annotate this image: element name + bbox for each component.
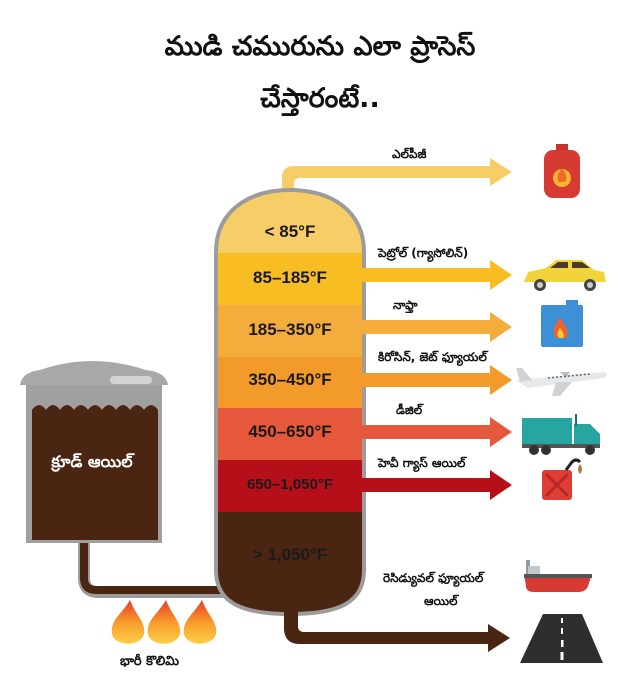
feed-pipe bbox=[78, 540, 228, 598]
heavy-gas-oil-arrow bbox=[362, 470, 512, 500]
crude-oil-label: క్రూడ్ ఆయిల్ bbox=[51, 452, 133, 471]
product-label-kerosene: కిరోసిన్, జెట్ ఫ్యూయల్ bbox=[378, 350, 487, 364]
residual-arrow bbox=[284, 608, 510, 652]
kerosene-arrow bbox=[362, 365, 512, 395]
diesel-arrow bbox=[362, 417, 512, 447]
product-label-petrol: పెట్రోల్ (గ్యాసోలిన్) bbox=[378, 246, 469, 260]
airplane-icon bbox=[516, 368, 607, 396]
petrol-arrow bbox=[362, 260, 512, 290]
band-temp-85-185: 85–185°F bbox=[253, 268, 327, 287]
product-label-heavy-gas-oil: హెవీ గ్యాస్ ఆయిల్ bbox=[378, 456, 466, 470]
gas-cylinder-icon bbox=[544, 144, 580, 198]
product-label-lpg: ఎల్‌పీజీ bbox=[392, 147, 427, 161]
lpg-arrow bbox=[282, 158, 512, 196]
truck-icon bbox=[522, 414, 600, 455]
road-icon bbox=[520, 614, 603, 663]
product-label-naphtha: నాఫ్తా bbox=[393, 298, 418, 312]
furnace-flames bbox=[111, 600, 217, 644]
title-line-2: చేస్తారంటే.. bbox=[260, 83, 380, 114]
jerrycan-icon bbox=[542, 458, 582, 500]
product-label-residual-line1: రెసిడ్యువల్ ఫ్యూయల్ bbox=[383, 571, 484, 585]
band-temp-450-650: 450–650°F bbox=[248, 422, 332, 441]
product-label-diesel: డీజిల్ bbox=[396, 403, 423, 417]
flame-icon bbox=[183, 600, 217, 644]
band-temp-gt1050: > 1,050°F bbox=[252, 545, 328, 564]
band-temp-185-350: 185–350°F bbox=[248, 320, 332, 339]
band-temp-650-1050: 650–1,050°F bbox=[246, 476, 334, 493]
flame-icon bbox=[111, 600, 145, 644]
crude-oil-tank bbox=[20, 361, 168, 543]
ship-icon bbox=[524, 560, 592, 592]
fuel-can-icon bbox=[541, 300, 583, 347]
car-icon bbox=[524, 260, 606, 291]
naphtha-arrow bbox=[362, 312, 512, 342]
band-temp-lt85: < 85°F bbox=[264, 222, 316, 241]
column-bands bbox=[218, 192, 362, 612]
product-label-residual-line2: ఆయిల్ bbox=[424, 594, 458, 608]
title-line-1: ముడి చమురును ఎలా ప్రాసెస్ bbox=[164, 31, 476, 62]
furnace-label: భారీ కొలిమి bbox=[120, 654, 180, 669]
flame-icon bbox=[147, 600, 181, 644]
band-temp-350-450: 350–450°F bbox=[248, 370, 332, 389]
